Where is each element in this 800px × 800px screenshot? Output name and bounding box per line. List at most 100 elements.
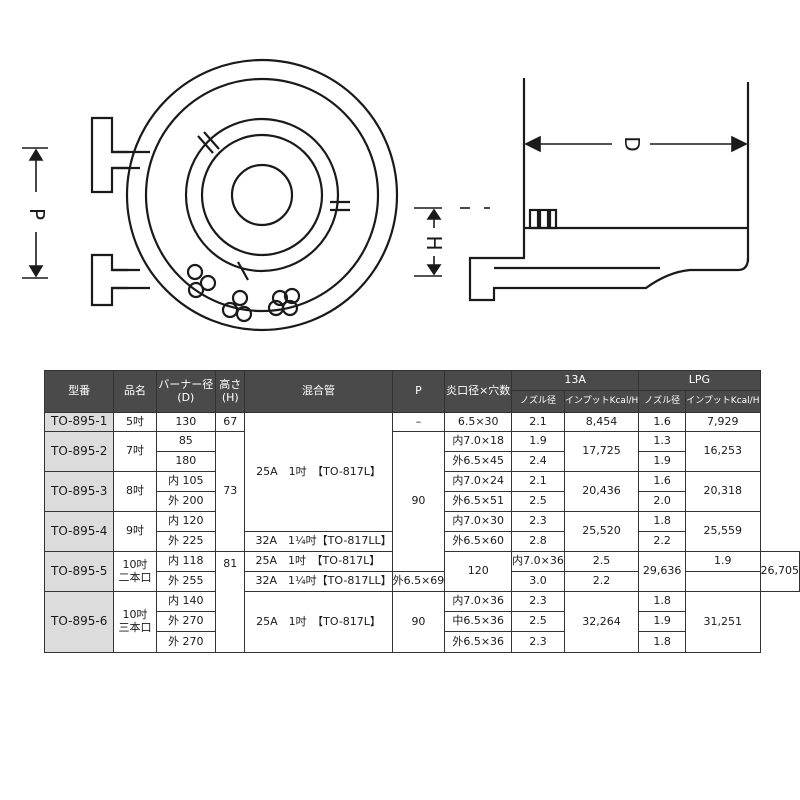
name-cell: 10吋三本口 — [113, 591, 157, 653]
input-13a-cell: 20,436 — [563, 471, 640, 512]
input-lpg-cell: 7,929 — [685, 412, 761, 432]
p-cell: 90 — [391, 591, 446, 653]
hole-cell: 外6.5×45 — [444, 451, 513, 472]
burner-cell: 内 105 — [155, 471, 217, 492]
input-lpg-cell: 31,251 — [685, 591, 761, 653]
model-cell: TO-895-2 — [43, 431, 115, 472]
p-cell: 90 — [391, 431, 446, 572]
input-13a-cell: 8,454 — [563, 412, 640, 432]
nozzle-13a-cell: 1.9 — [511, 431, 565, 452]
dimension-label-d: D — [620, 136, 644, 151]
hole-cell: 外6.5×69 — [391, 571, 446, 592]
burner-cell: 外 270 — [155, 611, 217, 632]
hole-cell: 外6.5×60 — [444, 531, 513, 552]
name-cell: 8吋 — [113, 471, 157, 512]
mixing-pipe-cell: 32A 1¼吋【TO-817LL】 — [244, 571, 393, 592]
burner-technical-drawing: P D H — [22, 58, 750, 332]
dimension-label-h: H — [422, 235, 446, 250]
nozzle-lpg-cell: 1.9 — [638, 611, 687, 632]
nozzle-lpg-cell: 1.8 — [638, 591, 687, 612]
nozzle-lpg-cell: 2.2 — [563, 571, 640, 592]
table-row: TO-895-3 8吋 内 105 内7.0×24 2.1 20,436 1.6… — [43, 471, 800, 512]
hole-cell: 中6.5×36 — [444, 611, 513, 632]
nozzle-13a-cell: 2.3 — [511, 511, 565, 532]
table-row: 外 255 32A 1¼吋【TO-817LL】 外6.5×69 3.0 2.2 — [45, 571, 800, 592]
height-cell: 67 — [215, 412, 246, 432]
nozzle-13a-cell: 2.1 — [511, 412, 565, 432]
header-lpg: LPG — [638, 370, 761, 391]
header-lpg-nozzle: ノズル径 — [638, 390, 687, 413]
p-cell: 120 — [444, 551, 513, 592]
burner-cell: 内 120 — [155, 511, 217, 532]
mixing-pipe-cell: 25A 1吋 【TO-817L】 — [244, 551, 393, 572]
header-13a-input: インプットKcal/H — [563, 390, 640, 413]
burner-cell: 外 270 — [155, 631, 217, 653]
hole-cell: 外6.5×36 — [444, 631, 513, 653]
header-name: 品名 — [113, 370, 157, 413]
header-lpg-input: インプットKcal/H — [685, 390, 761, 413]
name-cell: 7吋 — [113, 431, 157, 472]
burner-cell: 外 255 — [155, 571, 217, 592]
burner-cell: 外 200 — [155, 491, 217, 512]
nozzle-13a-cell: 3.0 — [511, 571, 565, 592]
nozzle-lpg-cell: 1.8 — [638, 511, 687, 532]
burner-cell: 内 118 — [155, 551, 217, 572]
hole-cell: 内7.0×36 — [511, 551, 565, 572]
mixing-pipe-cell: 32A 1¼吋【TO-817LL】 — [244, 531, 393, 552]
table-row: TO-895-2 7吋 85 73 90 内7.0×18 1.9 17,725 … — [43, 431, 800, 572]
input-lpg-cell: 26,705 — [759, 551, 800, 592]
header-mixing-pipe: 混合管 — [244, 370, 393, 413]
table-row: TO-895-5 10吋二本口 内 118 81 25A 1吋 【TO-817L… — [43, 551, 800, 653]
nozzle-13a-cell: 2.8 — [511, 531, 565, 552]
model-cell: TO-895-4 — [43, 511, 115, 552]
model-cell: TO-895-6 — [43, 591, 115, 653]
third-ring — [184, 117, 340, 273]
name-cell: 10吋二本口 — [113, 551, 157, 592]
input-lpg-cell: 25,559 — [685, 511, 761, 552]
header-height: 高さ(H) — [215, 370, 246, 413]
burner-cell: 85 — [155, 431, 217, 452]
hole-cell: 6.5×30 — [444, 412, 513, 432]
input-13a-cell: 25,520 — [563, 511, 640, 552]
table-row: 外 225 32A 1¼吋【TO-817LL】 外6.5×60 2.8 2.2 — [45, 531, 800, 552]
upper-mixing-pipe — [90, 116, 128, 194]
header-model: 型番 — [43, 370, 115, 413]
name-cell: 9吋 — [113, 511, 157, 552]
nozzle-13a-cell: 2.5 — [511, 611, 565, 632]
table-row: TO-895-6 10吋三本口 内 140 25A 1吋 【TO-817L】 9… — [43, 591, 800, 653]
burner-cell: 180 — [155, 451, 217, 472]
header-p: P — [391, 370, 446, 413]
height-cell: 73 — [215, 431, 246, 552]
model-cell: TO-895-5 — [43, 551, 115, 592]
hole-cell: 内7.0×30 — [444, 511, 513, 532]
header-burner-dia: バーナー径(D) — [155, 370, 217, 413]
table-row: 外 270 外6.5×36 2.3 1.8 — [45, 631, 800, 653]
header-13a: 13A — [511, 370, 640, 391]
hole-cell: 内7.0×36 — [444, 591, 513, 612]
nozzle-lpg-cell: 1.9 — [685, 551, 761, 572]
nozzle-13a-cell: 2.5 — [511, 491, 565, 512]
input-lpg-cell: 16,253 — [685, 431, 761, 472]
table-row: TO-895-1 5吋 130 67 25A 1吋 【TO-817L】 – 6.… — [43, 412, 800, 532]
burner-cell: 外 225 — [155, 531, 217, 552]
nozzle-lpg-cell: 2.0 — [638, 491, 687, 512]
nozzle-13a-cell: 2.3 — [511, 591, 565, 612]
nozzle-lpg-cell: 1.9 — [638, 451, 687, 472]
nozzle-lpg-cell: 2.2 — [638, 531, 687, 552]
table-row: 外 200 外6.5×51 2.5 2.0 — [45, 491, 800, 512]
nozzle-13a-cell: 2.3 — [511, 631, 565, 653]
header-flame-hole: 炎口径×穴数 — [444, 370, 513, 413]
nozzle-13a-cell: 2.5 — [563, 551, 640, 572]
outer-ring — [125, 58, 399, 332]
fourth-ring — [200, 133, 324, 257]
mixing-pipe-cell: 25A 1吋 【TO-817L】 — [244, 591, 393, 653]
hole-cell: 内7.0×18 — [444, 431, 513, 452]
input-13a-cell: 32,264 — [563, 591, 640, 653]
nozzle-lpg-cell: 1.8 — [638, 631, 687, 653]
second-ring — [144, 77, 380, 313]
nozzle-13a-cell: 2.4 — [511, 451, 565, 472]
model-cell: TO-895-3 — [43, 471, 115, 512]
dimension-label-p: P — [25, 208, 49, 220]
input-13a-cell: 29,636 — [638, 551, 687, 592]
name-cell: 5吋 — [113, 412, 157, 432]
